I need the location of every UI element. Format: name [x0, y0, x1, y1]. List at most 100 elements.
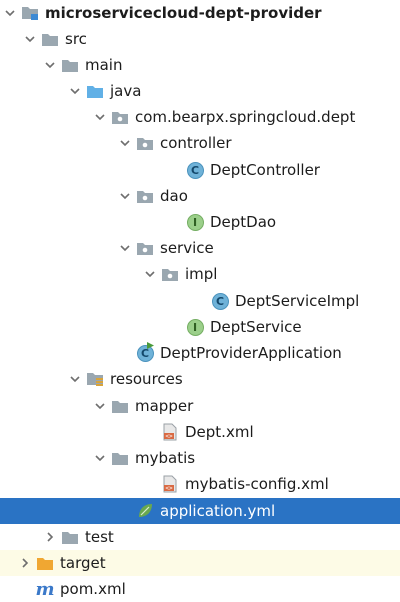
- svg-text:<>: <>: [165, 433, 173, 440]
- tree-item-main[interactable]: main: [0, 52, 400, 78]
- spring-boot-class-icon: C: [135, 342, 155, 363]
- chevron-down-icon[interactable]: [20, 26, 40, 52]
- tree-item-deptservice[interactable]: I DeptService: [0, 314, 400, 340]
- interface-badge: I: [186, 318, 204, 336]
- chevron-down-icon[interactable]: [115, 183, 135, 209]
- tree-item-label: DeptController: [210, 161, 320, 179]
- tree-item-resources[interactable]: resources: [0, 366, 400, 392]
- tree-item-label: DeptDao: [210, 213, 277, 231]
- class-badge: C: [186, 161, 204, 179]
- tree-item-dao[interactable]: dao: [0, 183, 400, 209]
- tree-item-target[interactable]: target: [0, 550, 400, 576]
- tree-item-label: application.yml: [160, 502, 276, 520]
- package-icon: [135, 238, 155, 258]
- tree-spacer: [165, 157, 185, 183]
- xml-file-icon: <>: [160, 422, 180, 442]
- tree-item-label: controller: [160, 134, 232, 152]
- tree-spacer: [140, 419, 160, 445]
- tree-spacer: [190, 288, 210, 314]
- tree-spacer: [165, 314, 185, 340]
- interface-badge: I: [186, 213, 204, 231]
- package-icon: [110, 107, 130, 127]
- run-marker-icon: [147, 342, 154, 349]
- tree-item-label: target: [60, 554, 106, 572]
- tree-item-label: dao: [160, 187, 188, 205]
- chevron-down-icon[interactable]: [90, 445, 110, 471]
- tree-item-application-yml[interactable]: application.yml: [0, 498, 400, 524]
- tree-item-dept-xml[interactable]: <> Dept.xml: [0, 419, 400, 445]
- excluded-folder-icon: [35, 553, 55, 573]
- tree-item-deptproviderapplication[interactable]: C DeptProviderApplication: [0, 340, 400, 366]
- tree-item-controller[interactable]: controller: [0, 130, 400, 156]
- package-icon: [135, 133, 155, 153]
- package-icon: [135, 186, 155, 206]
- tree-item-label: java: [110, 82, 142, 100]
- tree-item-label: pom.xml: [60, 580, 126, 598]
- tree-item-label: Dept.xml: [185, 423, 254, 441]
- tree-item-label: src: [65, 30, 87, 48]
- tree-spacer: [15, 576, 35, 602]
- tree-item-mybatis-config-xml[interactable]: <> mybatis-config.xml: [0, 471, 400, 497]
- tree-item-label: resources: [110, 370, 183, 388]
- chevron-down-icon[interactable]: [90, 104, 110, 130]
- tree-item-label: main: [85, 56, 123, 74]
- resources-folder-icon: [85, 369, 105, 389]
- class-badge: C: [136, 344, 154, 362]
- tree-item-label: test: [85, 528, 114, 546]
- interface-icon: I: [185, 317, 205, 337]
- tree-item-label: microservicecloud-dept-provider: [45, 4, 322, 22]
- svg-text:<>: <>: [165, 485, 173, 492]
- tree-item-java[interactable]: java: [0, 78, 400, 104]
- tree-item-label: mapper: [135, 397, 194, 415]
- tree-item-impl[interactable]: impl: [0, 261, 400, 287]
- tree-item-com-bearpx-springcloud-dept[interactable]: com.bearpx.springcloud.dept: [0, 104, 400, 130]
- tree-spacer: [140, 471, 160, 497]
- tree-item-microservicecloud-dept-provider[interactable]: microservicecloud-dept-provider: [0, 0, 400, 26]
- folder-icon: [60, 527, 80, 547]
- tree-spacer: [165, 209, 185, 235]
- maven-pom-icon: m: [35, 578, 55, 600]
- tree-spacer: [115, 340, 135, 366]
- class-icon: C: [210, 291, 230, 311]
- tree-item-label: DeptService: [210, 318, 302, 336]
- tree-item-label: com.bearpx.springcloud.dept: [135, 108, 356, 126]
- tree-item-mapper[interactable]: mapper: [0, 393, 400, 419]
- xml-file-icon: <>: [160, 474, 180, 494]
- tree-item-test[interactable]: test: [0, 524, 400, 550]
- class-badge: C: [211, 292, 229, 310]
- tree-item-label: DeptServiceImpl: [235, 292, 360, 310]
- spring-yml-icon: [135, 501, 155, 521]
- tree-item-deptdao[interactable]: I DeptDao: [0, 209, 400, 235]
- source-folder-icon: [85, 81, 105, 101]
- tree-item-mybatis[interactable]: mybatis: [0, 445, 400, 471]
- folder-icon: [110, 396, 130, 416]
- tree-item-label: mybatis-config.xml: [185, 475, 329, 493]
- tree-item-deptserviceimpl[interactable]: C DeptServiceImpl: [0, 288, 400, 314]
- chevron-down-icon[interactable]: [0, 0, 20, 26]
- tree-item-deptcontroller[interactable]: C DeptController: [0, 157, 400, 183]
- folder-icon: [40, 29, 60, 49]
- chevron-down-icon[interactable]: [115, 130, 135, 156]
- module-folder-icon: [20, 3, 40, 23]
- folder-icon: [60, 55, 80, 75]
- chevron-down-icon[interactable]: [115, 235, 135, 261]
- tree-item-label: service: [160, 239, 214, 257]
- chevron-down-icon[interactable]: [90, 393, 110, 419]
- chevron-down-icon[interactable]: [65, 366, 85, 392]
- class-icon: C: [185, 160, 205, 180]
- tree-spacer: [115, 498, 135, 524]
- chevron-down-icon[interactable]: [40, 52, 60, 78]
- chevron-down-icon[interactable]: [65, 78, 85, 104]
- tree-item-label: mybatis: [135, 449, 196, 467]
- package-icon: [160, 264, 180, 284]
- interface-icon: I: [185, 212, 205, 232]
- tree-item-pom-xml[interactable]: m pom.xml: [0, 576, 400, 602]
- chevron-right-icon[interactable]: [15, 550, 35, 576]
- chevron-down-icon[interactable]: [140, 261, 160, 287]
- tree-item-label: DeptProviderApplication: [160, 344, 342, 362]
- folder-icon: [110, 448, 130, 468]
- tree-item-label: impl: [185, 265, 218, 283]
- tree-item-service[interactable]: service: [0, 235, 400, 261]
- chevron-right-icon[interactable]: [40, 524, 60, 550]
- tree-item-src[interactable]: src: [0, 26, 400, 52]
